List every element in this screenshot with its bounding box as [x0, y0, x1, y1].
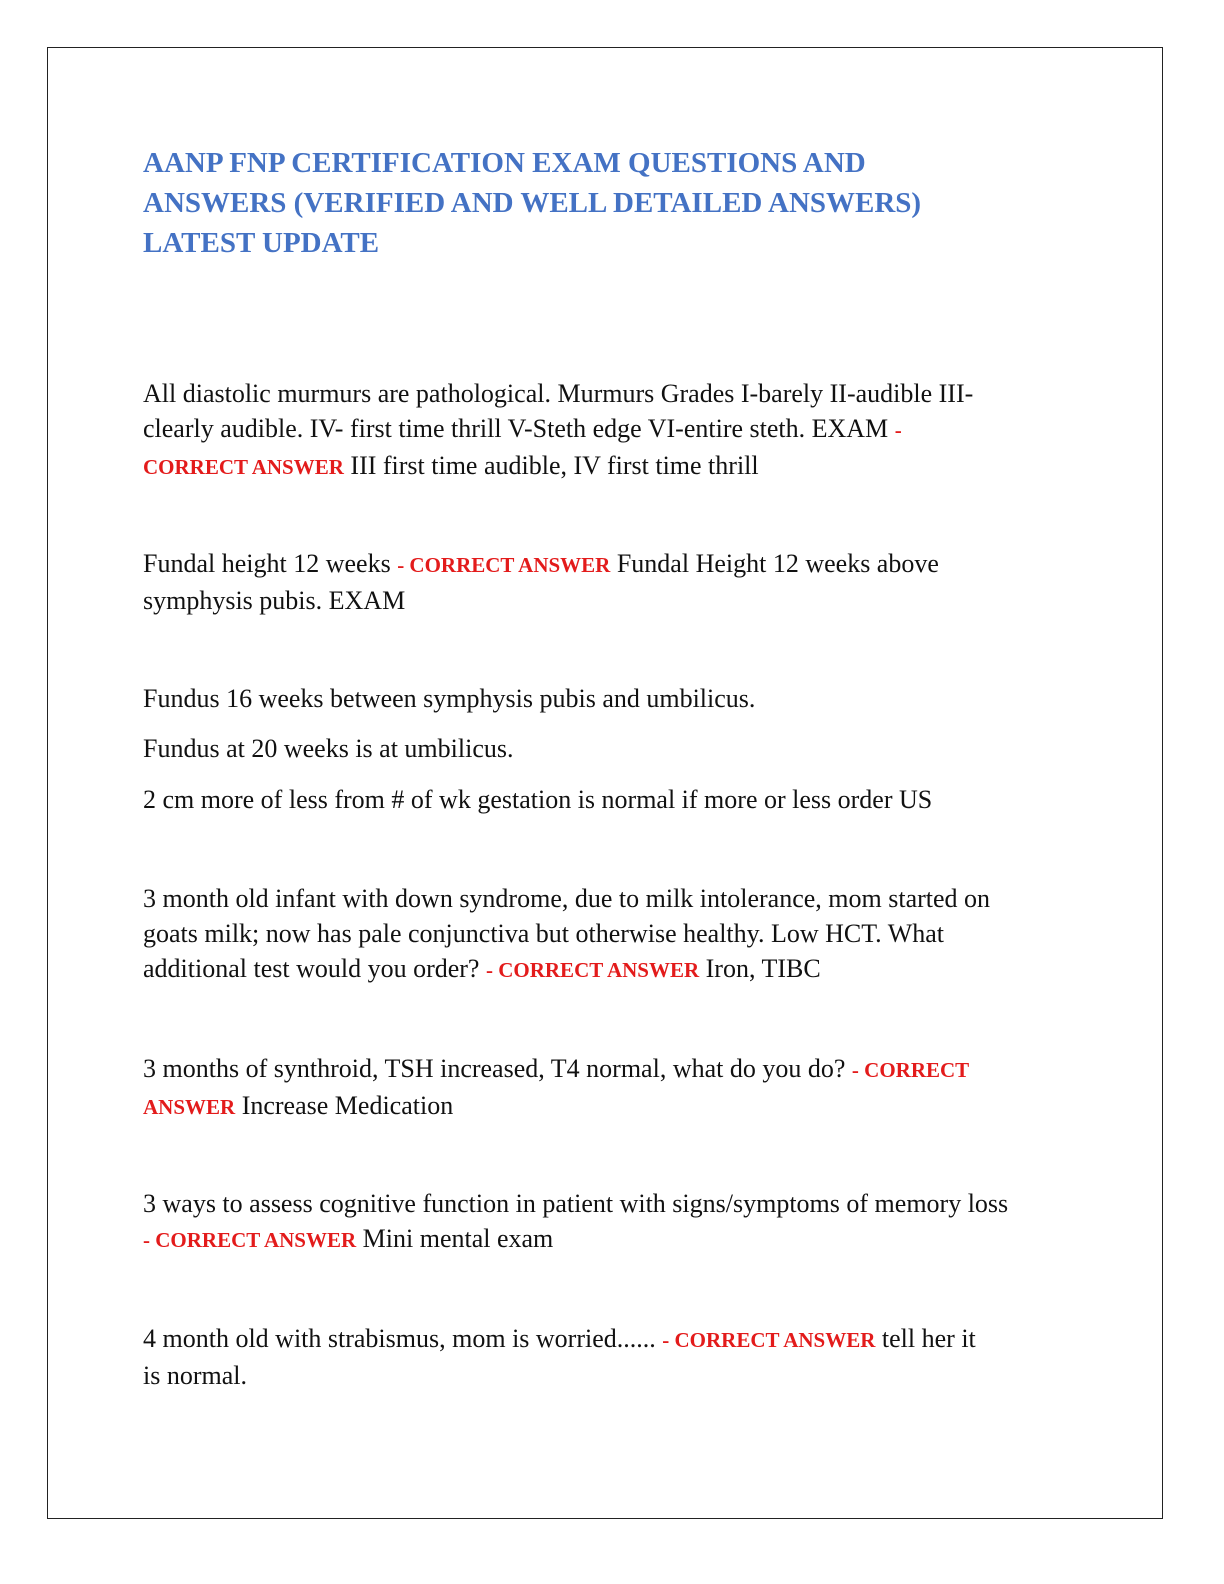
- title-line-3: LATEST UPDATE: [143, 227, 380, 259]
- correct-answer-marker: - CORRECT ANSWER: [662, 1328, 876, 1352]
- answer-text-line-1: tell her it: [875, 1324, 976, 1353]
- answer-text-line-2: is normal.: [143, 1361, 247, 1390]
- page-border: [47, 47, 1163, 1519]
- question-text: 3 months of synthroid, TSH increased, T4…: [143, 1054, 852, 1083]
- question-text: 3 ways to assess cognitive function in p…: [143, 1189, 1009, 1218]
- document-title: AANP FNP CERTIFICATION EXAM QUESTIONS AN…: [143, 143, 1043, 263]
- correct-answer-marker: - CORRECT ANSWER: [485, 958, 700, 982]
- answer-text: Mini mental exam: [356, 1224, 554, 1253]
- qa-item-infant-down-syndrome: 3 month old infant with down syndrome, d…: [143, 881, 1078, 988]
- question-text-line-2: clearly audible. IV- first time thrill V…: [143, 414, 895, 443]
- answer-text-line-1: Fundal Height 12 weeks above: [610, 549, 939, 578]
- qa-item-murmurs: All diastolic murmurs are pathological. …: [143, 376, 1078, 485]
- question-text-line-3: additional test would you order?: [143, 954, 486, 983]
- qa-item-synthroid: 3 months of synthroid, TSH increased, T4…: [143, 1051, 1078, 1125]
- note-fundus-16-weeks: Fundus 16 weeks between symphysis pubis …: [143, 684, 756, 713]
- question-text: 4 month old with strabismus, mom is worr…: [143, 1324, 663, 1353]
- title-line-2: ANSWERS (VERIFIED AND WELL DETAILED ANSW…: [143, 187, 922, 219]
- qa-item-fundal-height: Fundal height 12 weeks - CORRECT ANSWER …: [143, 546, 1078, 618]
- qa-item-cognitive-function: 3 ways to assess cognitive function in p…: [143, 1186, 1078, 1258]
- note-fundus-20-weeks: Fundus at 20 weeks is at umbilicus.: [143, 734, 514, 763]
- answer-text: III first time audible, IV first time th…: [343, 451, 759, 480]
- correct-answer-marker: ANSWER: [143, 1095, 236, 1119]
- correct-answer-marker: -: [894, 418, 902, 442]
- answer-text-line-2: symphysis pubis. EXAM: [143, 586, 406, 615]
- answer-text: Iron, TIBC: [699, 954, 821, 983]
- answer-text: Increase Medication: [235, 1091, 454, 1120]
- correct-answer-marker: - CORRECT ANSWER: [143, 1228, 357, 1252]
- note-gestation-measure: 2 cm more of less from # of wk gestation…: [143, 785, 933, 814]
- correct-answer-marker: CORRECT ANSWER: [143, 455, 344, 479]
- question-text-line-1: All diastolic murmurs are pathological. …: [143, 379, 974, 408]
- title-line-1: AANP FNP CERTIFICATION EXAM QUESTIONS AN…: [143, 147, 866, 179]
- correct-answer-marker: - CORRECT: [851, 1058, 970, 1082]
- correct-answer-marker: - CORRECT ANSWER: [397, 553, 611, 577]
- qa-item-strabismus: 4 month old with strabismus, mom is worr…: [143, 1321, 1078, 1393]
- question-text: Fundal height 12 weeks: [143, 549, 398, 578]
- question-text-line-2: goats milk; now has pale conjunctiva but…: [143, 919, 945, 948]
- question-text-line-1: 3 month old infant with down syndrome, d…: [143, 884, 991, 913]
